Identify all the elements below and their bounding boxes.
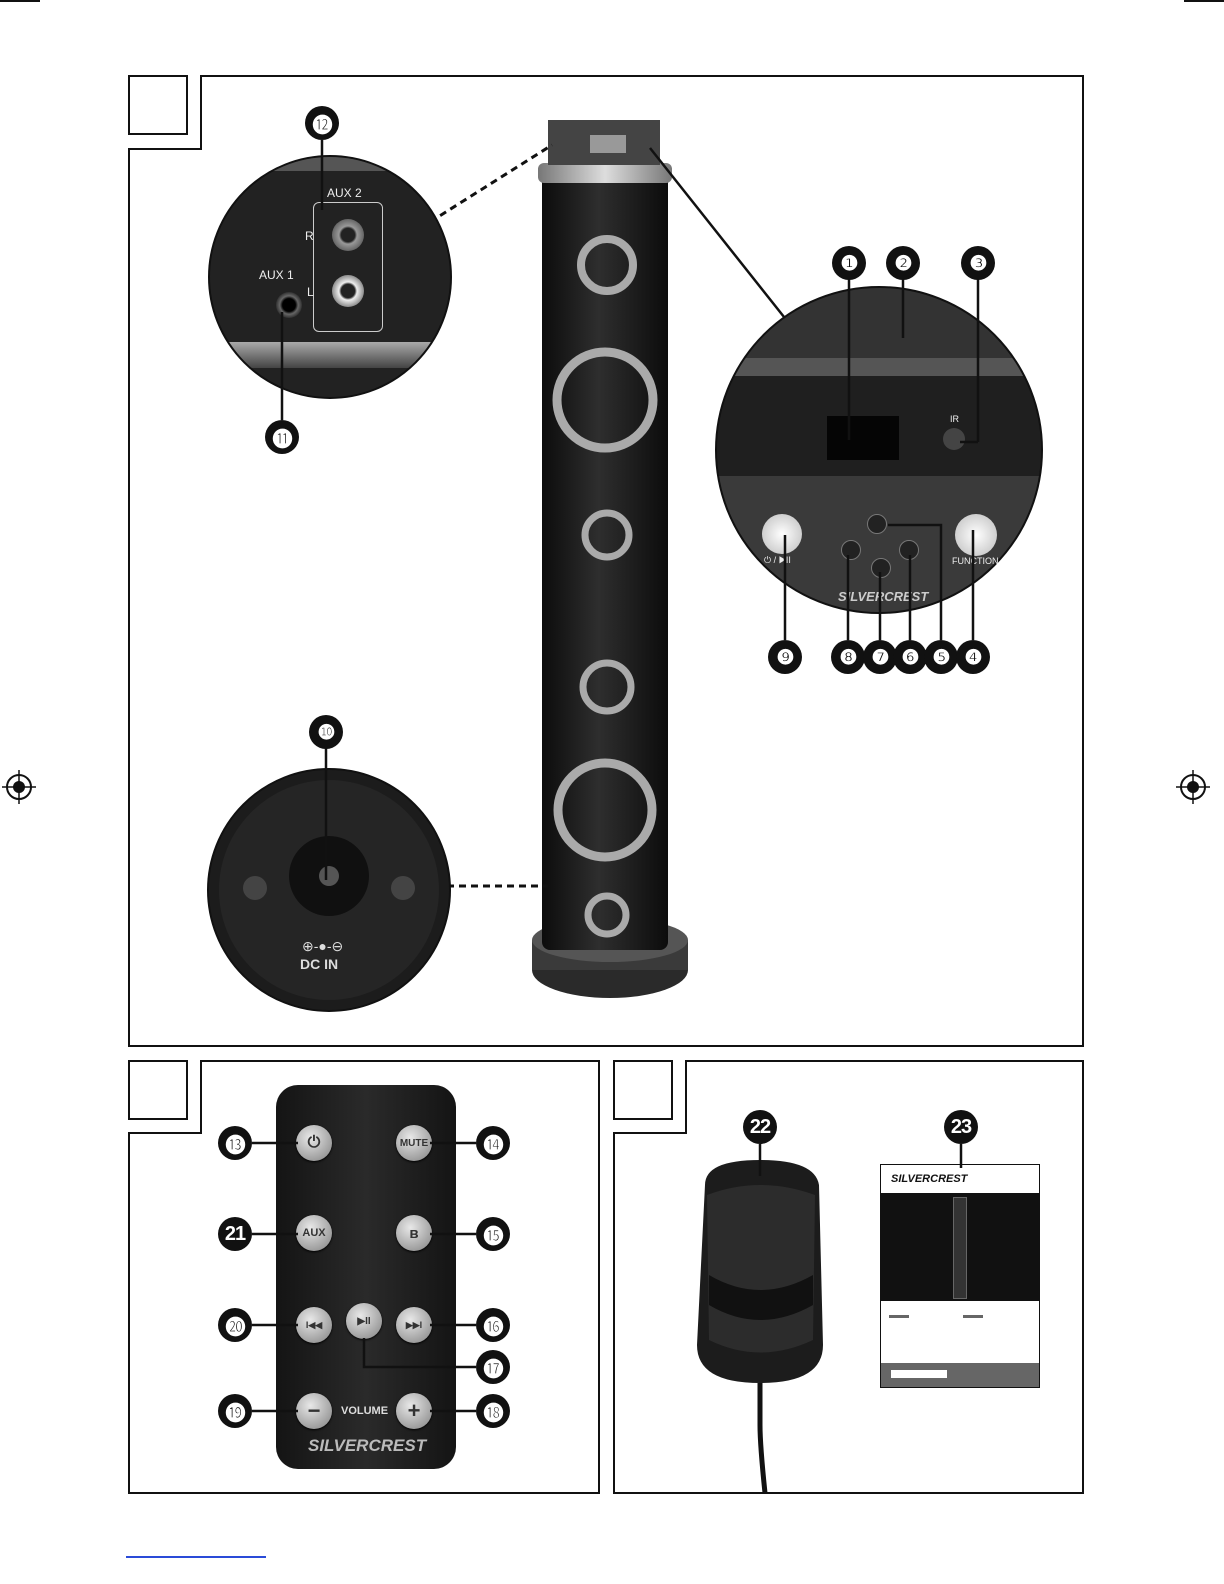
callout-23: 23 bbox=[944, 1110, 978, 1144]
callout-22: 22 bbox=[743, 1110, 777, 1144]
footer-rule bbox=[126, 1556, 266, 1558]
